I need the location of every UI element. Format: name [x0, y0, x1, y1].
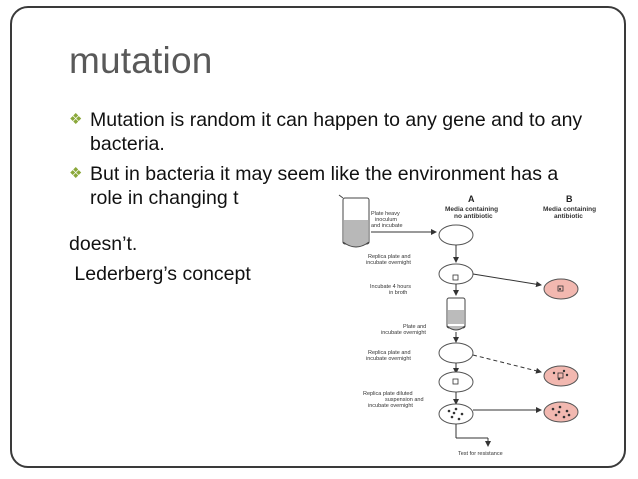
column-b-letter: B [566, 194, 573, 204]
test-tube-icon [338, 194, 370, 248]
column-b-caption-line: Media containing [543, 206, 596, 213]
step-label: Incubate 4 hours [370, 284, 411, 290]
column-b-caption-line: antibiotic [554, 213, 583, 220]
step-label: Plate heavy [371, 211, 400, 217]
step-label: incubate overnight [381, 330, 426, 336]
step-label: inoculum [375, 217, 397, 223]
bullet-item: ❖ But in bacteria it may seem like the e… [69, 162, 589, 210]
continuation-text: doesn’t. [69, 233, 138, 255]
subheading-text: Lederberg’s concept [69, 263, 251, 285]
antibiotic-plate-icon [543, 365, 579, 387]
column-a-letter: A [468, 194, 475, 204]
step-label: Replica plate diluted [363, 391, 413, 397]
step-label: incubate overnight [368, 403, 413, 409]
broth-tube-icon [446, 297, 466, 331]
agar-plate-icon [438, 263, 474, 285]
step-label: Replica plate and [368, 350, 411, 356]
bullet-marker-icon: ❖ [69, 165, 83, 182]
step-label: Replica plate and [368, 254, 411, 260]
step-label: and incubate [371, 223, 403, 229]
column-a-caption-line: Media containing [445, 206, 498, 213]
step-label: incubate overnight [366, 260, 411, 266]
agar-plate-icon [438, 403, 474, 425]
agar-plate-icon [438, 342, 474, 364]
step-label: Plate and [403, 324, 426, 330]
slide-title: mutation [69, 40, 213, 81]
column-a-caption-line: no antibiotic [454, 213, 493, 220]
step-label: suspension and [385, 397, 424, 403]
lederberg-replica-plating-figure: A B Media containing no antibiotic Media… [323, 192, 612, 462]
bullet-text: But in bacteria it may seem like the env… [90, 163, 559, 209]
final-step-label: Test for resistance [458, 451, 503, 457]
step-label: in broth [389, 290, 407, 296]
bullet-marker-icon: ❖ [69, 111, 83, 128]
bullet-item: ❖ Mutation is random it can happen to an… [69, 108, 589, 156]
agar-plate-icon [438, 224, 474, 246]
agar-plate-icon [438, 371, 474, 393]
bullet-text: Mutation is random it can happen to any … [90, 109, 583, 155]
bullet-list: ❖ Mutation is random it can happen to an… [69, 108, 589, 216]
antibiotic-plate-icon [543, 401, 579, 423]
step-label: incubate overnight [366, 356, 411, 362]
